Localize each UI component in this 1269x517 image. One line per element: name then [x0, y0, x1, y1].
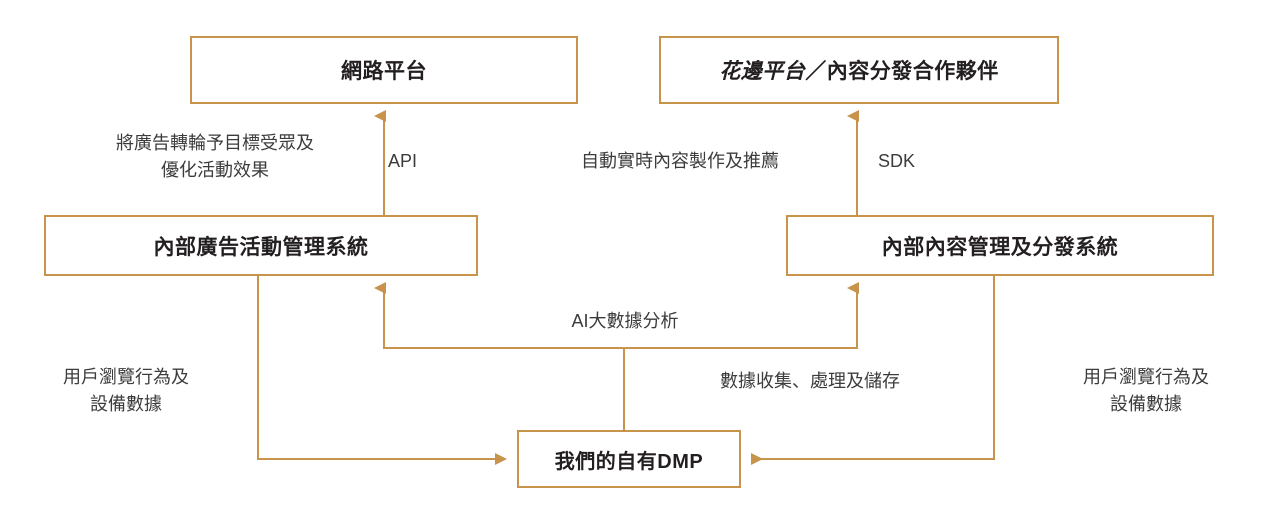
edge-label-api: API: [388, 151, 418, 171]
node-partner-platform-label-rest: ／內容分發合作夥伴: [805, 60, 999, 83]
node-partner-platform-label-emphasis: 花邊平台: [719, 60, 806, 83]
edge-dmp-to-content-system: [624, 282, 859, 349]
node-ad-campaign-management-system[interactable]: 內部廣告活動管理系統: [44, 215, 478, 276]
node-partner-platform[interactable]: 花邊平台／內容分發合作夥伴: [659, 36, 1059, 104]
edge-ad-system-to-dmp: [257, 276, 507, 465]
edge-label-sdk: SDK: [878, 151, 916, 171]
node-content-management-distribution-system-label: 內部內容管理及分發系統: [881, 235, 1119, 259]
edge-label-data-pipeline: 數據收集、處理及儲存: [720, 371, 900, 391]
node-dmp-label: 我們的自有DMP: [554, 450, 704, 473]
edge-label-content-generation: 自動實時內容製作及推薦: [581, 151, 779, 171]
edge-label-ad-rotation: 將廣告轉輪予目標受眾及 優化活動效果: [116, 133, 314, 180]
node-web-platform[interactable]: 網路平台: [190, 36, 578, 104]
node-web-platform-label: 網路平台: [341, 60, 427, 83]
edge-label-user-behaviour-left: 用戶瀏覽行為及 設備數據: [63, 367, 189, 414]
edge-content-system-to-dmp: [751, 276, 995, 465]
edge-label-ai-analytics: AI大數據分析: [571, 311, 679, 331]
node-dmp[interactable]: 我們的自有DMP: [517, 430, 741, 488]
edge-dmp-to-ad-system: [374, 282, 625, 430]
node-ad-campaign-management-system-label: 內部廣告活動管理系統: [153, 235, 369, 259]
edge-label-user-behaviour-right: 用戶瀏覽行為及 設備數據: [1083, 367, 1209, 414]
node-partner-platform-label: 花邊平台／內容分發合作夥伴: [719, 55, 999, 85]
node-content-management-distribution-system[interactable]: 內部內容管理及分發系統: [786, 215, 1214, 276]
